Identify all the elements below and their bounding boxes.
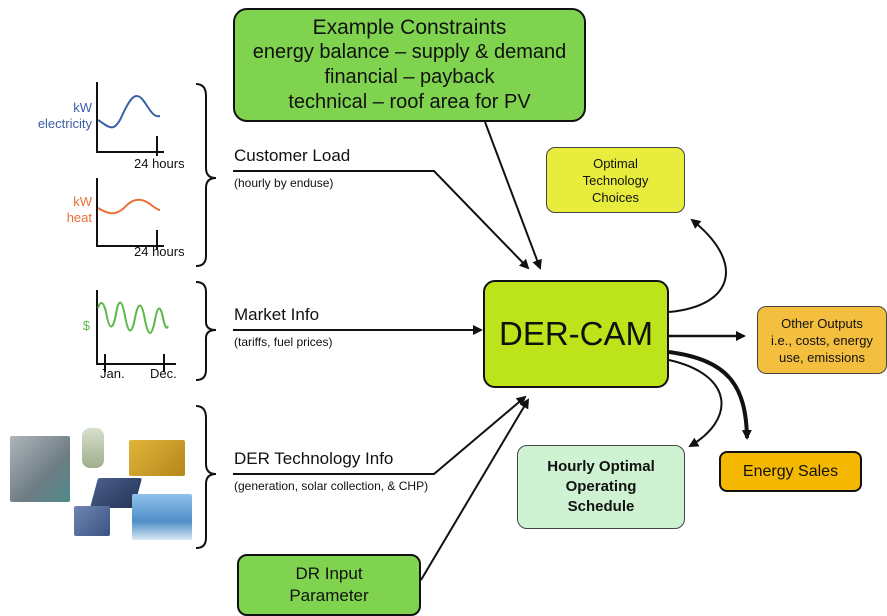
other-outputs-line2: i.e., costs, energy <box>771 332 873 348</box>
example-constraints-box: Example Constraints energy balance – sup… <box>233 8 586 122</box>
der-cam-label: DER-CAM <box>499 315 653 352</box>
other-outputs-line1: Other Outputs <box>781 315 863 331</box>
market-info-sub: (tariffs, fuel prices) <box>234 335 333 349</box>
constraint-energy-balance: energy balance – supply & demand <box>252 41 567 63</box>
der-tech-title: DER Technology Info <box>234 449 394 468</box>
der-cam-box: DER-CAM <box>483 280 669 388</box>
heat-label: heat <box>66 210 92 225</box>
brace-load <box>195 83 217 267</box>
price-unit-label: $ <box>82 318 90 333</box>
hourly-operating-schedule-box: Hourly Optimal Operating Schedule <box>517 445 685 529</box>
microturbine-image <box>82 428 104 468</box>
dr-input-line2: Parameter <box>289 586 369 605</box>
der-tech-sub: (generation, solar collection, & CHP) <box>234 479 429 493</box>
arrow-constraints <box>484 121 542 270</box>
arrow-to-energy-sales <box>668 350 752 440</box>
customer-load-sub: (hourly by enduse) <box>234 176 334 190</box>
constraints-title: Example Constraints <box>312 16 507 39</box>
constraint-financial: financial – payback <box>324 66 495 88</box>
constraint-technical: technical – roof area for PV <box>288 91 531 113</box>
cabinet-equipment-image <box>10 436 70 502</box>
other-outputs-line3: use, emissions <box>779 349 865 365</box>
price-xaxis-start: Jan. <box>100 366 125 381</box>
electricity-graph <box>96 82 164 156</box>
heat-unit-label: kW <box>73 194 92 209</box>
heat-graph <box>96 178 164 250</box>
energy-sales-label: Energy Sales <box>742 462 839 480</box>
arrow-customer-load <box>233 170 530 270</box>
energy-sales-box: Energy Sales <box>719 451 862 492</box>
optimal-technology-choices-box: Optimal Technology Choices <box>546 147 685 213</box>
generator-image <box>129 440 185 476</box>
electricity-xaxis-label: 24 hours <box>134 156 185 171</box>
hourly-line1: Hourly Optimal <box>547 458 655 475</box>
customer-load-title: Customer Load <box>234 146 351 165</box>
solar-collector-image <box>132 494 192 540</box>
dr-input-line1: DR Input <box>295 564 363 583</box>
arrow-der-tech <box>233 395 527 475</box>
other-outputs-box: Other Outputs i.e., costs, energy use, e… <box>757 306 887 374</box>
optimal-tech-line1: Optimal <box>593 155 638 171</box>
heat-xaxis-label: 24 hours <box>134 244 185 259</box>
battery-image <box>74 506 110 536</box>
price-xaxis-end: Dec. <box>150 366 177 381</box>
arrow-to-optimal-tech <box>668 218 727 313</box>
electricity-label: electricity <box>37 116 92 131</box>
hourly-line3: Schedule <box>567 498 635 515</box>
optimal-tech-line2: Technology <box>582 172 649 188</box>
price-graph <box>96 290 176 372</box>
brace-der <box>195 405 217 549</box>
arrow-dr-input <box>420 398 530 581</box>
optimal-tech-line3: Choices <box>592 189 639 205</box>
electricity-unit-label: kW <box>73 100 92 115</box>
brace-market <box>195 281 217 381</box>
market-info-title: Market Info <box>234 305 320 324</box>
hourly-line2: Operating <box>565 478 637 495</box>
arrow-to-hourly-schedule <box>668 359 723 448</box>
dr-input-parameter-box: DR Input Parameter <box>237 554 421 616</box>
